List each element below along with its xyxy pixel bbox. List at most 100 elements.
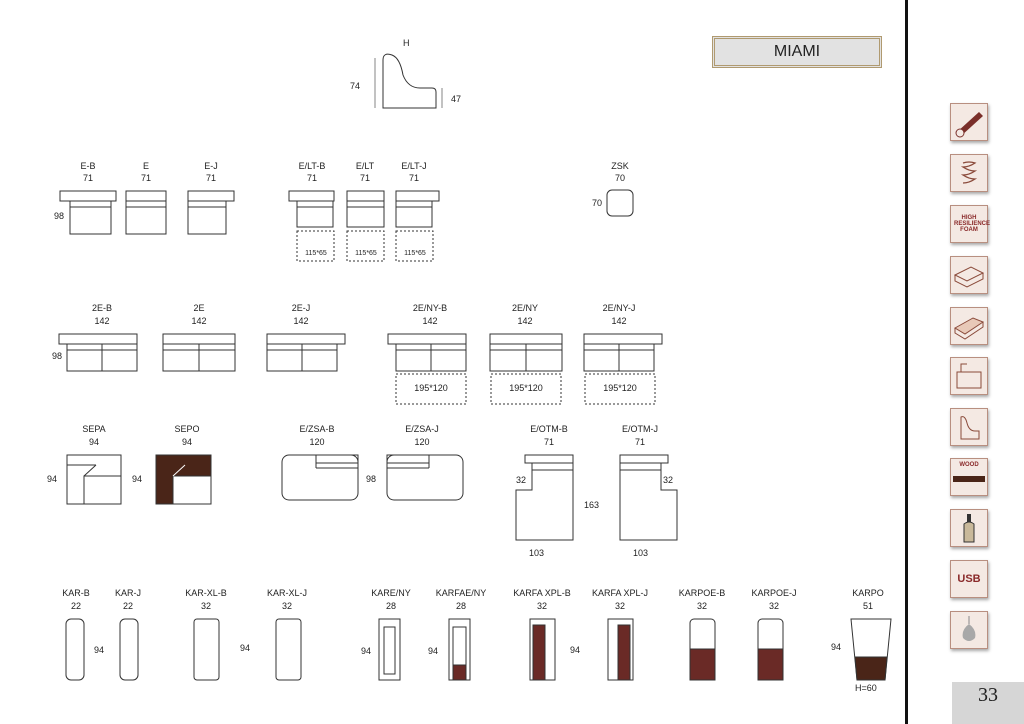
label-code: SEPA (82, 424, 106, 434)
unit-e-otm-b (515, 454, 574, 541)
bed-mechanism-icon (950, 307, 988, 345)
label-width: 142 (191, 316, 207, 326)
unit-e-lt-j (395, 190, 440, 262)
label-code: E/LT-J (401, 161, 427, 171)
label-side: 32 (663, 475, 674, 485)
label-width: 142 (611, 316, 627, 326)
unit-e (125, 190, 167, 235)
label-code: KARFA XPL-J (591, 588, 649, 598)
label-depth: 98 (54, 211, 65, 221)
page-title: MIAMI (712, 36, 882, 68)
label-code: E/ZSA-B (299, 424, 335, 434)
label-code: 2E-B (91, 303, 112, 313)
label-width: 32 (281, 601, 292, 611)
label-code: 2E/NY-J (602, 303, 636, 313)
label-depth: 94 (47, 474, 58, 484)
label-code: KAR-J (114, 588, 141, 598)
label-code: E/ZSA-J (405, 424, 439, 434)
high-resilience-foam-icon: HIGH RESILIENCE FOAM (950, 205, 991, 243)
label-code: E/LT (355, 161, 375, 171)
label-code: E/OTM-B (530, 424, 568, 434)
armrest-karpo (850, 618, 892, 681)
label-code: KARPOE-B (678, 588, 726, 598)
unit-sepa (66, 454, 122, 505)
armrest-karfa-xpl-j (607, 618, 634, 681)
label-code: 2E/NY (511, 303, 538, 313)
unit-2e-j (266, 333, 346, 372)
label-width: 71 (408, 173, 419, 183)
label-width: 71 (205, 173, 216, 183)
unit-e-j (187, 190, 235, 235)
label-width: 32 (200, 601, 211, 611)
lamp-icon (950, 611, 988, 649)
label-code: 2E (193, 303, 205, 313)
wood-icon: WOOD (950, 458, 988, 496)
label-code: E/LT-B (298, 161, 326, 171)
unit-2e (162, 333, 236, 372)
label-height: 94 (240, 643, 251, 653)
armrest-karpoe-b (689, 618, 716, 681)
armrest-karfae-ny (448, 618, 471, 681)
label-width: 32 (768, 601, 779, 611)
label-width: 22 (122, 601, 133, 611)
label-width: 32 (536, 601, 547, 611)
profile-drawing (382, 53, 437, 109)
unit-e-lt-b (288, 190, 335, 262)
label-width: 71 (634, 437, 645, 447)
label-bed-size: 115*65 (404, 250, 426, 257)
label-height: 94 (570, 645, 581, 655)
label-width: 51 (862, 601, 873, 611)
label-code: KAR-XL-J (266, 588, 307, 598)
armrest-kar-j (119, 618, 139, 681)
armrest-kar-xl-j (275, 618, 302, 681)
label-depth: 98 (366, 474, 377, 484)
armrest-kar-b (65, 618, 85, 681)
unit-sepo (155, 454, 212, 505)
label-depth: 70 (592, 198, 603, 208)
label-width: 120 (414, 437, 430, 447)
label-bottom: 103 (529, 548, 545, 558)
label-bed-size: 195*120 (603, 383, 637, 393)
label-width: 28 (455, 601, 466, 611)
label-code: KAR-XL-B (185, 588, 227, 598)
sofa-bed-icon (950, 256, 988, 294)
label-width: 32 (614, 601, 625, 611)
label-width: 120 (309, 437, 325, 447)
bottle-icon (950, 509, 988, 547)
unit-2e-ny-b (387, 333, 467, 405)
profile-height: 74 (350, 81, 361, 91)
label-height: H=60 (855, 683, 877, 693)
unit-e-zsa-j (386, 454, 464, 501)
label-code: KARFAE/NY (435, 588, 487, 598)
label-width: 71 (543, 437, 554, 447)
unit-2e-b (58, 333, 138, 372)
label-bed-size: 115*65 (305, 250, 327, 257)
fabric-roll-icon (950, 103, 988, 141)
label-code: E-J (204, 161, 218, 171)
storage-box-icon (950, 357, 988, 395)
foam-label: HIGH RESILIENCE FOAM (954, 215, 991, 233)
label-code: KARPOE-J (751, 588, 797, 598)
label-otm-length: 163 (584, 500, 600, 510)
label-code: KAR-B (62, 588, 90, 598)
label-bed-size: 195*120 (414, 383, 448, 393)
label-depth: 98 (52, 351, 63, 361)
label-width: 142 (517, 316, 533, 326)
label-code: E (142, 161, 149, 171)
label-width: 142 (293, 316, 309, 326)
unit-2e-ny (489, 333, 563, 405)
profile-depth: 47 (451, 94, 462, 104)
label-width: 71 (359, 173, 370, 183)
label-side: 32 (516, 475, 527, 485)
label-width: 94 (88, 437, 99, 447)
label-code: KARE/NY (371, 588, 411, 598)
label-code: 2E/NY-B (412, 303, 448, 313)
label-height: 94 (831, 642, 842, 652)
label-height: 94 (361, 646, 372, 656)
profile-h-label: H (403, 38, 410, 48)
label-width: 32 (696, 601, 707, 611)
unit-2e-ny-j (583, 333, 663, 405)
label-code: KARFA XPL-B (513, 588, 571, 598)
label-height: 94 (428, 646, 439, 656)
